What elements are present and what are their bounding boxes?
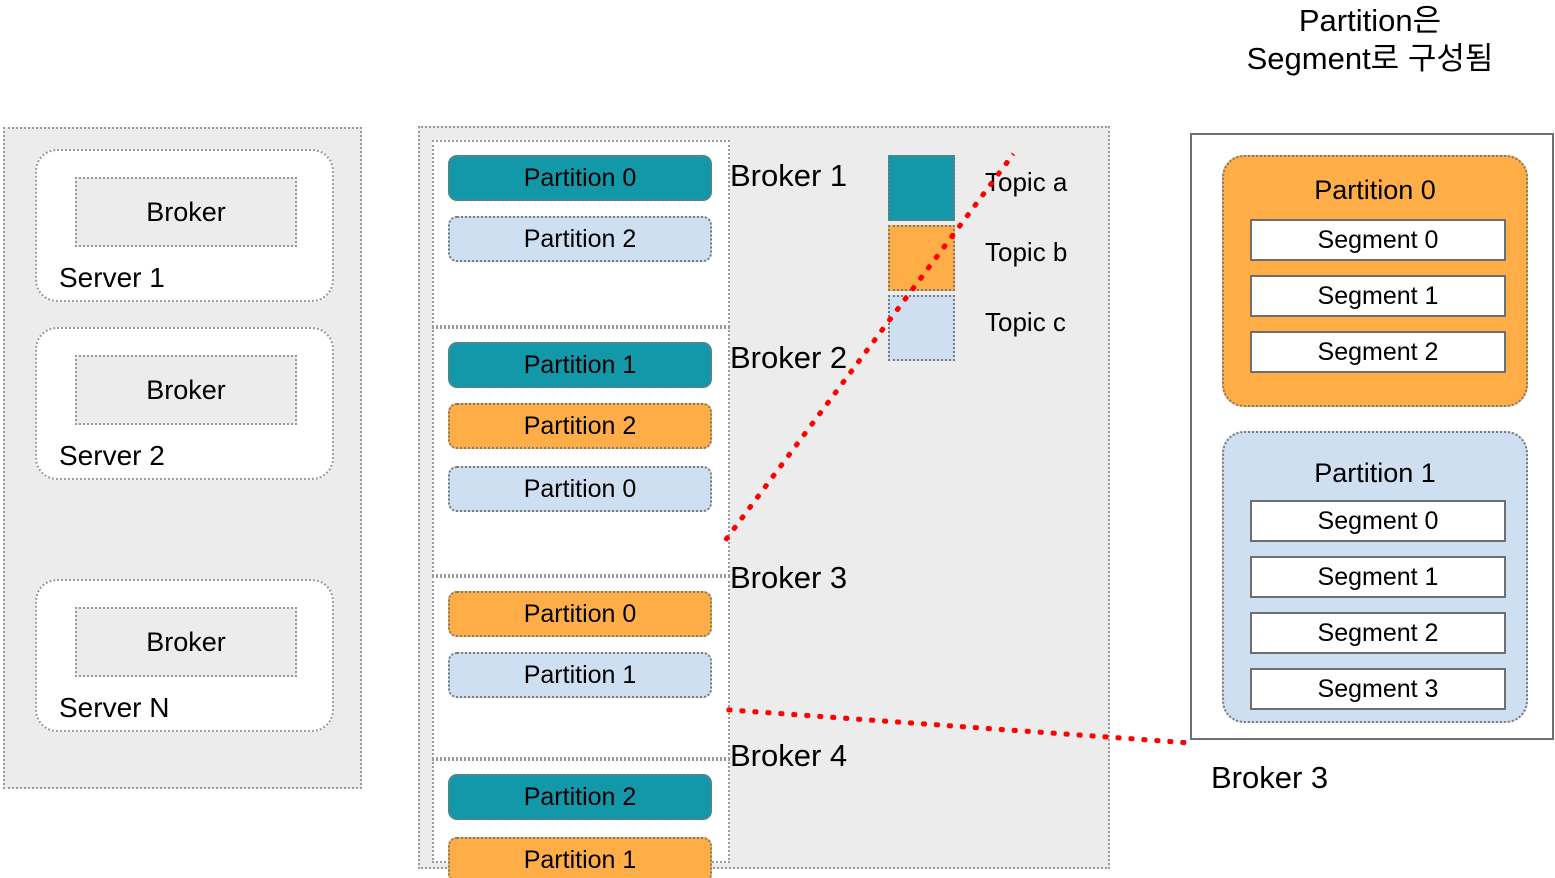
broker-group-3: Partition 0 Partition 1 (432, 576, 730, 759)
partition-chip[interactable]: Partition 0 (448, 155, 712, 201)
broker-name-4: Broker 4 (730, 738, 848, 773)
server-label: Server N (59, 692, 170, 723)
broker-partition-panel: Partition 0 Partition 2 Partition 1 Part… (418, 126, 1110, 878)
broker-name-2: Broker 2 (730, 340, 848, 375)
server-cluster-panel: Broker Server 1 Broker Server 2 Broker S… (3, 127, 362, 789)
server-box: Broker Server N (35, 579, 334, 732)
partition-chip-label: Partition 1 (523, 845, 637, 874)
partition-chip[interactable]: Partition 2 (448, 403, 712, 449)
segment-box-label: Segment 3 (1317, 674, 1439, 703)
legend-row-topic-c: Topic c (888, 295, 1103, 361)
topic-legend: Topic a Topic b Topic c (888, 155, 1103, 361)
partition-chip-label: Partition 0 (523, 599, 637, 628)
server-box: Broker Server 2 (35, 327, 334, 480)
segment-box-label: Segment 1 (1317, 281, 1439, 310)
detail-broker-label: Broker 3 (1211, 760, 1329, 795)
detail-partition-0: Partition 0 Segment 0 Segment 1 Segment … (1222, 155, 1528, 407)
broker-slot-label: Broker (146, 374, 226, 405)
segment-box-label: Segment 0 (1317, 225, 1439, 254)
broker-group-2: Partition 1 Partition 2 Partition 0 (432, 327, 730, 576)
legend-swatch-topic-a (888, 155, 955, 221)
partition-chip[interactable]: Partition 2 (448, 216, 712, 262)
broker-name-3: Broker 3 (730, 560, 848, 595)
broker-name-1: Broker 1 (730, 158, 848, 193)
partition-chip-label: Partition 2 (523, 782, 637, 811)
segment-box-label: Segment 2 (1317, 337, 1439, 366)
broker-slot-label: Broker (146, 626, 226, 657)
broker-slot: Broker (75, 607, 297, 677)
segment-box[interactable]: Segment 0 (1250, 500, 1506, 542)
segment-detail-panel: Partition 0 Segment 0 Segment 1 Segment … (1190, 133, 1554, 740)
partition-chip-label: Partition 1 (523, 660, 637, 689)
segment-box-label: Segment 2 (1317, 618, 1439, 647)
legend-row-topic-a: Topic a (888, 155, 1103, 221)
detail-partition-title: Partition 1 (1314, 458, 1436, 488)
segment-box[interactable]: Segment 3 (1250, 668, 1506, 710)
partition-chip[interactable]: Partition 1 (448, 342, 712, 388)
broker-slot: Broker (75, 177, 297, 247)
legend-row-topic-b: Topic b (888, 225, 1103, 291)
partition-chip[interactable]: Partition 1 (448, 837, 712, 878)
segment-box[interactable]: Segment 1 (1250, 275, 1506, 317)
segment-box[interactable]: Segment 2 (1250, 612, 1506, 654)
segment-box[interactable]: Segment 2 (1250, 331, 1506, 373)
partition-chip[interactable]: Partition 1 (448, 652, 712, 698)
partition-chip[interactable]: Partition 0 (448, 591, 712, 637)
server-label: Server 1 (59, 262, 165, 293)
partition-chip-label: Partition 2 (523, 411, 637, 440)
partition-chip-label: Partition 0 (523, 474, 637, 503)
broker-slot: Broker (75, 355, 297, 425)
detail-title: Partition은 Segment로 구성됨 (1246, 3, 1494, 76)
legend-label: Topic c (985, 307, 1066, 337)
broker-slot-label: Broker (146, 196, 226, 227)
legend-label: Topic b (985, 237, 1068, 267)
segment-box[interactable]: Segment 0 (1250, 219, 1506, 261)
detail-partition-1: Partition 1 Segment 0 Segment 1 Segment … (1222, 431, 1528, 723)
segment-box-label: Segment 0 (1317, 506, 1439, 535)
broker-group-4: Partition 2 Partition 1 (432, 759, 730, 878)
partition-chip-label: Partition 0 (523, 163, 637, 192)
detail-partition-title: Partition 0 (1314, 175, 1436, 205)
partition-chip[interactable]: Partition 2 (448, 774, 712, 820)
segment-box-label: Segment 1 (1317, 562, 1439, 591)
partition-chip-label: Partition 1 (523, 350, 637, 379)
partition-chip-label: Partition 2 (523, 224, 637, 253)
segment-box[interactable]: Segment 1 (1250, 556, 1506, 598)
server-label: Server 2 (59, 440, 165, 471)
server-box: Broker Server 1 (35, 149, 334, 302)
broker-group-1: Partition 0 Partition 2 (432, 140, 730, 327)
partition-chip[interactable]: Partition 0 (448, 466, 712, 512)
